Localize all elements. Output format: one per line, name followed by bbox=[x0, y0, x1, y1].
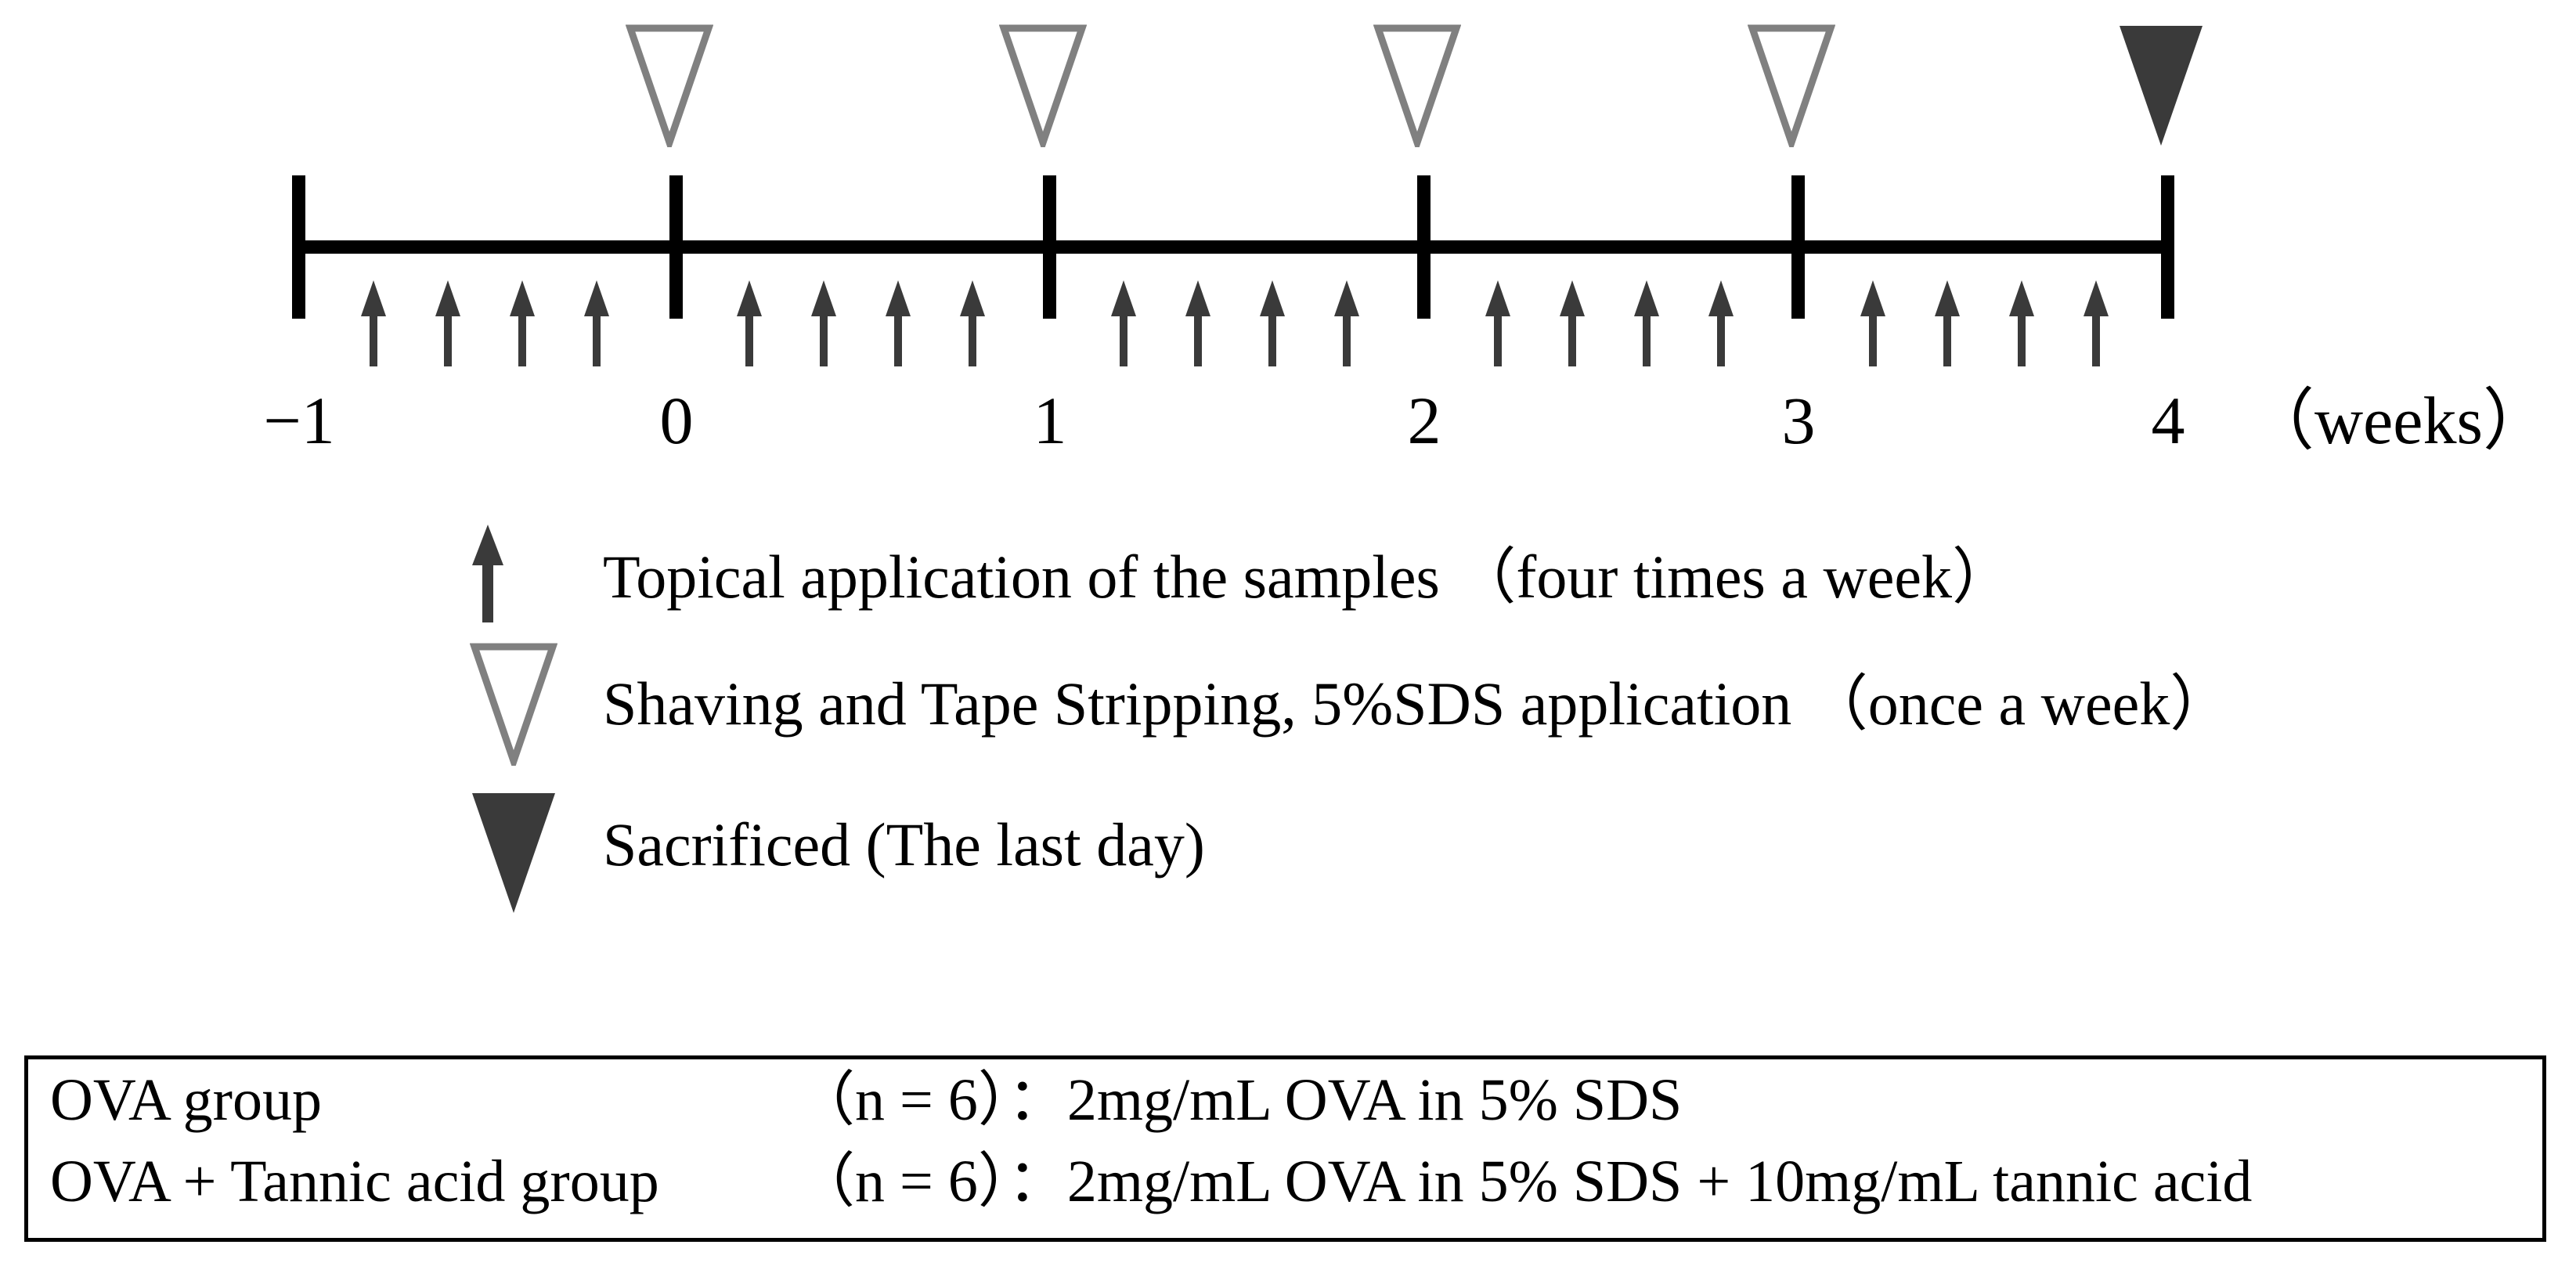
topical-application-arrow-icon bbox=[959, 280, 986, 366]
open-down-triangle-icon bbox=[470, 642, 572, 766]
legend-label-sacrificed: Sacrificed (The last day) bbox=[603, 810, 1205, 879]
topical-application-arrow-icon bbox=[1559, 280, 1586, 366]
axis-tick-label-week--1: −1 bbox=[263, 383, 335, 458]
group-detail-ova-tannic-acid: （n = 6）：2mg/mL OVA in 5% SDS + 10mg/mL t… bbox=[796, 1149, 2253, 1214]
axis-tick-week-4 bbox=[2161, 175, 2174, 319]
open-down-triangle-icon-week-2 bbox=[1373, 23, 1461, 147]
open-down-triangle-icon-week-3 bbox=[1748, 23, 1835, 147]
topical-application-arrow-icon bbox=[2083, 280, 2109, 366]
filled-down-triangle-icon bbox=[470, 791, 572, 913]
axis-tick-week-0 bbox=[669, 175, 683, 319]
group-row-ova: OVA group （n = 6）：2mg/mL OVA in 5% SDS bbox=[28, 1070, 2542, 1152]
filled-down-triangle-icon-week-4 bbox=[2117, 23, 2205, 147]
axis-tick-week-1 bbox=[1043, 175, 1056, 319]
legend-item-topical-application: Topical application of the samples （four… bbox=[0, 517, 2576, 642]
topical-application-arrow-icon bbox=[736, 280, 763, 366]
topical-application-arrow-icon bbox=[1110, 280, 1137, 366]
topical-application-arrow-icon bbox=[435, 280, 461, 366]
topical-application-arrow-icon bbox=[2008, 280, 2035, 366]
group-definition-box: OVA group （n = 6）：2mg/mL OVA in 5% SDS O… bbox=[24, 1055, 2546, 1242]
topical-application-arrow-icon bbox=[583, 280, 610, 366]
up-arrow-icon bbox=[470, 525, 572, 642]
group-row-ova-tannic-acid: OVA + Tannic acid group （n = 6）：2mg/mL O… bbox=[28, 1152, 2542, 1233]
topical-application-arrow-icon bbox=[1333, 280, 1360, 366]
legend-item-sacrificed: Sacrificed (The last day) bbox=[0, 791, 2576, 916]
axis-tick-label-week-0: 0 bbox=[659, 383, 694, 458]
axis-tick-label-week-1: 1 bbox=[1033, 383, 1067, 458]
topical-application-arrow-icon bbox=[1708, 280, 1734, 366]
group-name-ova-tannic-acid: OVA + Tannic acid group bbox=[50, 1149, 659, 1214]
open-down-triangle-icon-week-0 bbox=[626, 23, 713, 147]
topical-application-arrow-icon bbox=[360, 280, 387, 366]
topical-application-arrow-icon bbox=[1860, 280, 1886, 366]
topical-application-arrow-icon bbox=[1934, 280, 1961, 366]
topical-application-arrow-icon bbox=[1633, 280, 1660, 366]
timeline-axis-line bbox=[292, 240, 2166, 254]
timeline-diagram: −1 0 1 2 3 4 （weeks） bbox=[0, 0, 2576, 470]
topical-application-arrow-icon bbox=[1485, 280, 1511, 366]
open-down-triangle-icon-week-1 bbox=[999, 23, 1087, 147]
legend-label-topical-application: Topical application of the samples （four… bbox=[603, 543, 2014, 611]
topical-application-arrow-icon bbox=[1185, 280, 1211, 366]
axis-unit-label: （weeks） bbox=[2247, 383, 2550, 458]
axis-tick-label-week-2: 2 bbox=[1407, 383, 1441, 458]
legend-item-shaving-tape-stripping: Shaving and Tape Stripping, 5%SDS applic… bbox=[0, 642, 2576, 767]
topical-application-arrow-icon bbox=[885, 280, 911, 366]
axis-tick-week--1 bbox=[292, 175, 305, 319]
topical-application-arrow-icon bbox=[509, 280, 536, 366]
axis-tick-week-2 bbox=[1417, 175, 1431, 319]
axis-tick-week-3 bbox=[1791, 175, 1805, 319]
axis-tick-label-week-4: 4 bbox=[2151, 383, 2185, 458]
legend-label-shaving-tape-stripping: Shaving and Tape Stripping, 5%SDS applic… bbox=[603, 669, 2231, 738]
group-name-ova: OVA group bbox=[50, 1067, 322, 1133]
axis-tick-label-week-3: 3 bbox=[1781, 383, 1816, 458]
topical-application-arrow-icon bbox=[810, 280, 837, 366]
topical-application-arrow-icon bbox=[1259, 280, 1286, 366]
group-detail-ova: （n = 6）：2mg/mL OVA in 5% SDS bbox=[796, 1067, 1683, 1133]
